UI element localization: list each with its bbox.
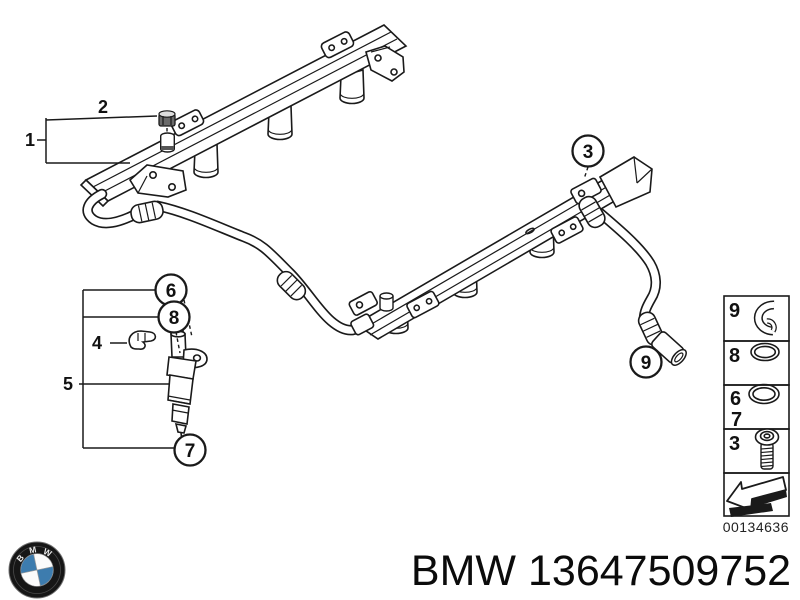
crossover-fuel-hose xyxy=(82,188,375,336)
legend-row-arrow xyxy=(723,472,790,517)
callout-circle-3 xyxy=(571,134,605,168)
legend-panel: 9 8 6 7 3 xyxy=(723,295,790,535)
o-ring-icon xyxy=(748,383,780,405)
brand-name: BMW xyxy=(411,547,517,595)
hose-end-coupling xyxy=(651,331,687,366)
mounting-tab xyxy=(348,290,378,316)
feed-fuel-hose xyxy=(578,195,687,366)
hose-fitting xyxy=(350,313,375,336)
bmw-logo: B M W xyxy=(8,541,66,599)
callout-3: 3 xyxy=(583,142,594,163)
callout-4: 4 xyxy=(92,333,102,353)
logo-letter-b: B xyxy=(14,553,26,564)
direction-arrow-icon xyxy=(726,476,787,517)
end-bracket xyxy=(365,45,405,82)
callout-9: 9 xyxy=(641,353,652,374)
legend-label-6: 6 xyxy=(730,388,741,410)
callout-1: 1 xyxy=(25,130,35,150)
rail-end-block xyxy=(598,156,653,209)
mounting-tab xyxy=(320,31,355,59)
callout-6: 6 xyxy=(166,281,177,302)
callout-circle-7 xyxy=(173,433,207,467)
callout-circle-9 xyxy=(629,345,663,379)
legend-label-7: 7 xyxy=(731,409,742,431)
drawing-number: 00134636 xyxy=(723,519,789,535)
logo-letter-m: M xyxy=(28,544,37,555)
callout-7: 7 xyxy=(185,441,196,462)
retaining-clip xyxy=(128,330,157,350)
fuel-injector xyxy=(166,328,208,441)
callout-8: 8 xyxy=(169,308,180,329)
mounting-tab xyxy=(550,216,584,244)
pressure-valve xyxy=(158,110,176,153)
hose-coupling xyxy=(578,195,606,229)
callout-5: 5 xyxy=(63,374,73,394)
hose-ribbed-section xyxy=(276,270,307,301)
legend-label-3: 3 xyxy=(729,433,740,455)
screw-icon xyxy=(754,428,780,470)
part-number: 13647509752 xyxy=(528,547,791,595)
injector-lower-body xyxy=(171,403,190,425)
mounting-tab xyxy=(406,290,440,319)
rail-end-fitting xyxy=(379,292,394,312)
callout-circle-8 xyxy=(157,300,191,334)
retaining-clip-icon xyxy=(753,300,777,336)
callout-2: 2 xyxy=(98,97,108,117)
callouts: 1 2 4 5 6 8 7 3 9 xyxy=(25,97,663,467)
o-ring-icon xyxy=(750,342,780,362)
legend-label-9: 9 xyxy=(729,300,740,322)
right-fuel-rail xyxy=(348,156,653,340)
hose-coupling xyxy=(130,200,164,224)
left-fuel-rail xyxy=(79,24,408,208)
rail-slot xyxy=(525,227,535,235)
mounting-tab xyxy=(170,109,205,137)
gusset-bracket xyxy=(128,164,187,198)
valve-cap xyxy=(158,110,176,127)
injector-tip xyxy=(174,422,188,434)
legend-label-8: 8 xyxy=(729,345,740,367)
